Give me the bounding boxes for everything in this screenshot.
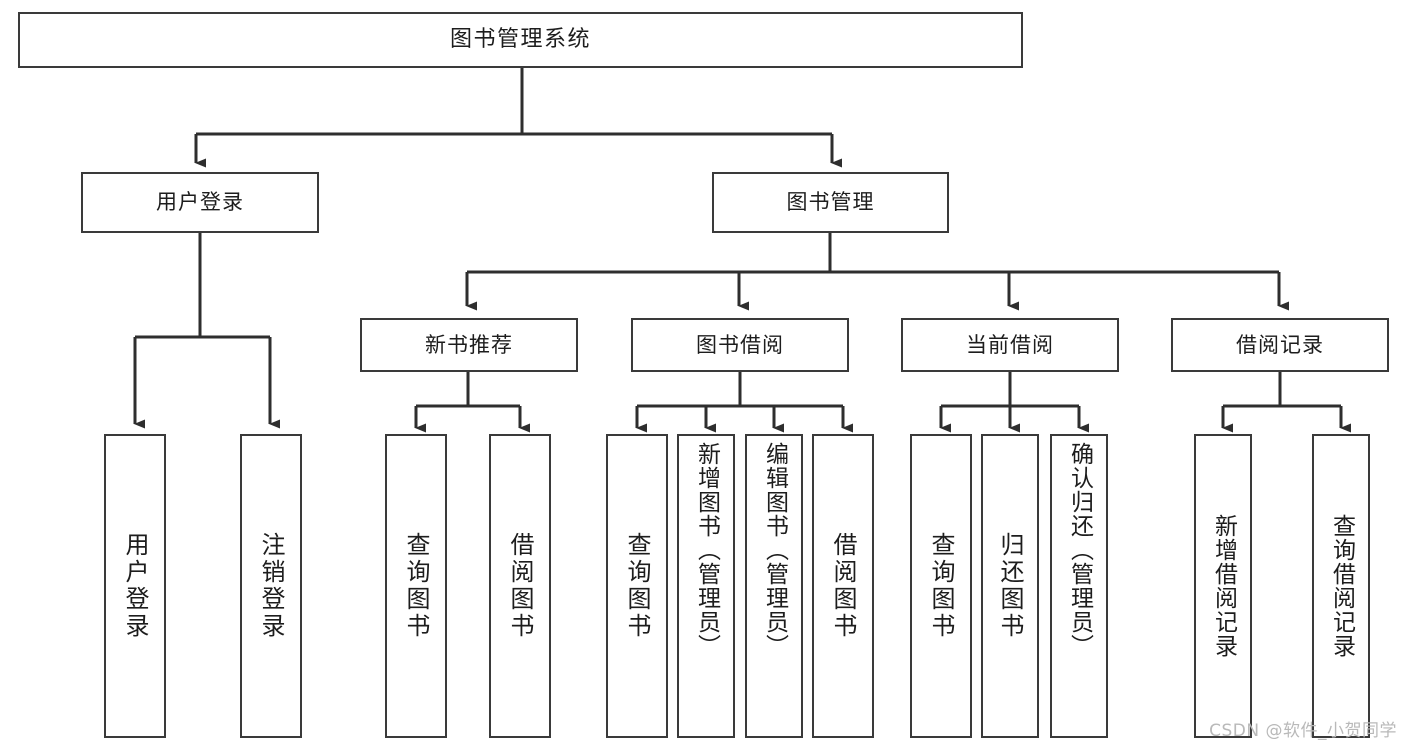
node-root-system[interactable]: 图书管理系统 [18, 12, 1023, 68]
node-book-borrow[interactable]: 图书借阅 [631, 318, 849, 372]
leaf-query-book-recommend[interactable]: 查询图书 [385, 434, 447, 738]
node-borrow-record[interactable]: 借阅记录 [1171, 318, 1389, 372]
node-label: 查询图书 [623, 532, 651, 640]
node-label: 图书管理系统 [449, 27, 591, 53]
node-current-borrow[interactable]: 当前借阅 [901, 318, 1119, 372]
node-label: 归还图书 [996, 532, 1024, 640]
node-label: 查询图书 [402, 532, 430, 640]
leaf-query-borrow-record[interactable]: 查询借阅记录 [1312, 434, 1370, 738]
leaf-borrow-book[interactable]: 借阅图书 [812, 434, 874, 738]
leaf-query-book-borrow[interactable]: 查询图书 [606, 434, 668, 738]
node-user-login[interactable]: 用户登录 [81, 172, 319, 233]
node-label: 图书管理 [786, 190, 875, 215]
leaf-edit-book-admin[interactable]: 编辑图书（管理员） [745, 434, 803, 738]
node-label: 借阅图书 [506, 532, 534, 640]
node-label: 查询借阅记录 [1328, 514, 1355, 658]
node-label: 借阅图书 [829, 532, 857, 640]
leaf-return-book[interactable]: 归还图书 [981, 434, 1039, 738]
node-new-book-recommend[interactable]: 新书推荐 [360, 318, 578, 372]
leaf-logout[interactable]: 注销登录 [240, 434, 302, 738]
node-label: 图书借阅 [696, 332, 784, 357]
node-label: 借阅记录 [1236, 332, 1324, 357]
node-label: 新增图书（管理员） [693, 442, 720, 658]
leaf-borrow-book-recommend[interactable]: 借阅图书 [489, 434, 551, 738]
node-label: 用户登录 [121, 532, 149, 640]
leaf-add-book-admin[interactable]: 新增图书（管理员） [677, 434, 735, 738]
node-label: 当前借阅 [966, 332, 1054, 357]
node-label: 确认归还（管理员） [1066, 442, 1093, 658]
node-label: 注销登录 [257, 532, 285, 640]
node-label: 新增借阅记录 [1210, 514, 1237, 658]
node-label: 编辑图书（管理员） [761, 442, 788, 658]
leaf-add-borrow-record[interactable]: 新增借阅记录 [1194, 434, 1252, 738]
leaf-confirm-return-admin[interactable]: 确认归还（管理员） [1050, 434, 1108, 738]
leaf-query-book-current[interactable]: 查询图书 [910, 434, 972, 738]
node-label: 新书推荐 [425, 332, 513, 357]
node-book-management[interactable]: 图书管理 [712, 172, 949, 233]
node-label: 用户登录 [156, 190, 244, 215]
leaf-user-login[interactable]: 用户登录 [104, 434, 166, 738]
node-label: 查询图书 [927, 532, 955, 640]
